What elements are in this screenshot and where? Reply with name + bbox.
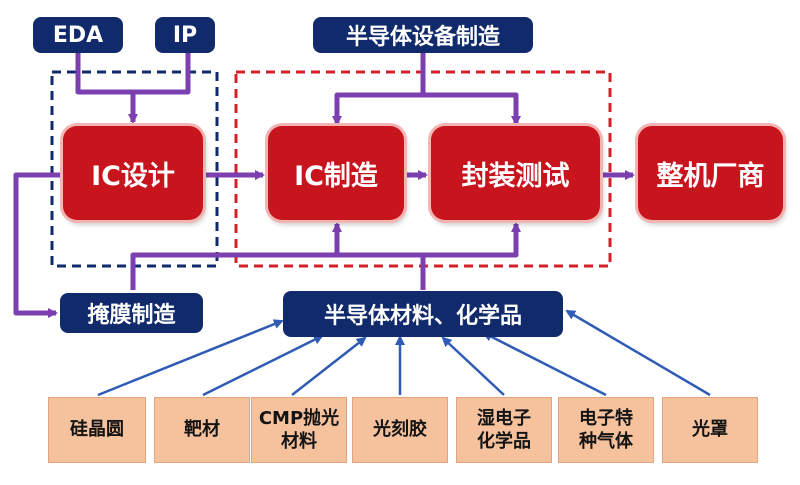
equipment-box: 半导体设备制造 [313, 17, 533, 53]
materials-chemicals-box: 半导体材料、化学品 [283, 291, 563, 337]
ic-design-label: IC设计 [91, 160, 175, 192]
arrow-materials-to-packaging [423, 222, 521, 258]
arrow-materials-to-ic-manufacturing [337, 252, 426, 290]
arrow-silicon-wafer [97, 319, 284, 397]
material-photomask: 光罩 [662, 397, 758, 463]
arrow-photomask [565, 309, 711, 397]
arrow-eda-ip-to-ic-design [75, 52, 191, 122]
material-label: CMP抛光 材料 [258, 407, 340, 452]
packaging-testing-box: 封装测试 [431, 126, 600, 220]
eda-label: EDA [52, 22, 104, 48]
ic-manufacturing-label: IC制造 [294, 160, 378, 192]
material-cmp-polishing: CMP抛光 材料 [251, 397, 347, 463]
mask-manufacturing-label: 掩膜制造 [87, 303, 176, 328]
ip-box: IP [155, 17, 215, 53]
material-label: 靶材 [184, 419, 220, 441]
arrow-mask-to-ic-manufacturing [130, 222, 342, 290]
arrow-ic-design-to-mask [13, 172, 62, 318]
material-wet-chemicals: 湿电子 化学品 [456, 397, 552, 463]
ic-manufacturing-box: IC制造 [268, 126, 404, 220]
arrow-target-material [202, 334, 324, 397]
packaging-testing-label: 封装测试 [461, 160, 570, 192]
oem-label: 整机厂商 [656, 160, 765, 192]
material-photoresist: 光刻胶 [352, 397, 448, 463]
material-label: 硅晶圆 [70, 419, 124, 441]
arrow-cmp-material [291, 336, 367, 396]
arrow-wet-chemicals [441, 336, 505, 396]
material-silicon-wafer: 硅晶圆 [48, 397, 146, 463]
ic-design-box: IC设计 [63, 126, 203, 220]
materials-chemicals-label: 半导体材料、化学品 [323, 304, 522, 329]
ip-label: IP [172, 22, 198, 48]
material-label: 光刻胶 [373, 419, 427, 441]
mask-manufacturing-box: 掩膜制造 [60, 293, 203, 333]
eda-box: EDA [33, 17, 123, 53]
oem-box: 整机厂商 [638, 126, 783, 220]
arrow-equipment-right [423, 92, 521, 126]
material-target: 靶材 [154, 397, 250, 463]
arrow-equipment-left [332, 52, 426, 126]
material-label: 光罩 [692, 419, 728, 441]
arrow-special-gas [482, 331, 607, 397]
equipment-label: 半导体设备制造 [345, 25, 500, 50]
material-special-gas: 电子特 种气体 [558, 397, 654, 463]
material-label: 电子特 种气体 [579, 407, 633, 452]
material-label: 湿电子 化学品 [477, 407, 531, 452]
